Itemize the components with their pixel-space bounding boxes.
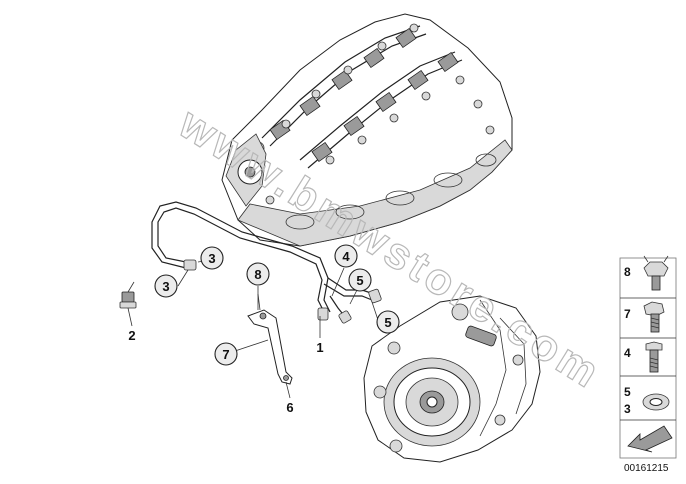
part-number-6: 6 bbox=[286, 400, 293, 415]
svg-text:5: 5 bbox=[356, 273, 363, 288]
svg-text:3: 3 bbox=[624, 402, 631, 416]
legend-item-arrow bbox=[627, 425, 673, 453]
svg-text:4: 4 bbox=[624, 346, 631, 360]
legend-item-8: 8 bbox=[624, 255, 669, 291]
diagram-code: 00161215 bbox=[624, 463, 669, 474]
arrow-pointer-icon bbox=[627, 425, 673, 453]
banjo-bolt-icon bbox=[645, 341, 663, 373]
hex-bolt-icon bbox=[643, 301, 665, 333]
svg-text:5: 5 bbox=[624, 385, 631, 399]
seal-ring-icon bbox=[642, 393, 670, 411]
svg-text:8: 8 bbox=[624, 265, 631, 279]
svg-text:4: 4 bbox=[342, 249, 350, 264]
svg-text:3: 3 bbox=[162, 279, 169, 294]
svg-text:7: 7 bbox=[624, 307, 631, 321]
clip-nut-icon bbox=[643, 255, 669, 291]
oil-pump-housing bbox=[363, 295, 541, 463]
callout-7: 7 bbox=[214, 342, 238, 366]
svg-text:8: 8 bbox=[254, 267, 261, 282]
legend-item-5-3: 5 3 bbox=[624, 385, 670, 416]
banjo-bolt bbox=[119, 281, 137, 309]
cylinder-head bbox=[221, 13, 513, 247]
svg-text:3: 3 bbox=[208, 251, 215, 266]
callout-5a: 5 bbox=[348, 268, 372, 292]
svg-text:5: 5 bbox=[384, 315, 391, 330]
legend-item-7: 7 bbox=[624, 301, 665, 333]
callout-3b: 3 bbox=[154, 274, 178, 298]
callout-8: 8 bbox=[246, 262, 270, 286]
callout-3a: 3 bbox=[200, 246, 224, 270]
part-number-1: 1 bbox=[316, 340, 323, 355]
parts-legend: 8 7 4 5 3 bbox=[619, 255, 677, 459]
oil-pipe bbox=[151, 201, 382, 324]
legend-item-4: 4 bbox=[624, 341, 663, 373]
pipe-bracket bbox=[247, 293, 293, 385]
callout-5b: 5 bbox=[376, 310, 400, 334]
part-number-2: 2 bbox=[128, 328, 135, 343]
callout-4: 4 bbox=[334, 244, 358, 268]
svg-text:7: 7 bbox=[222, 347, 229, 362]
